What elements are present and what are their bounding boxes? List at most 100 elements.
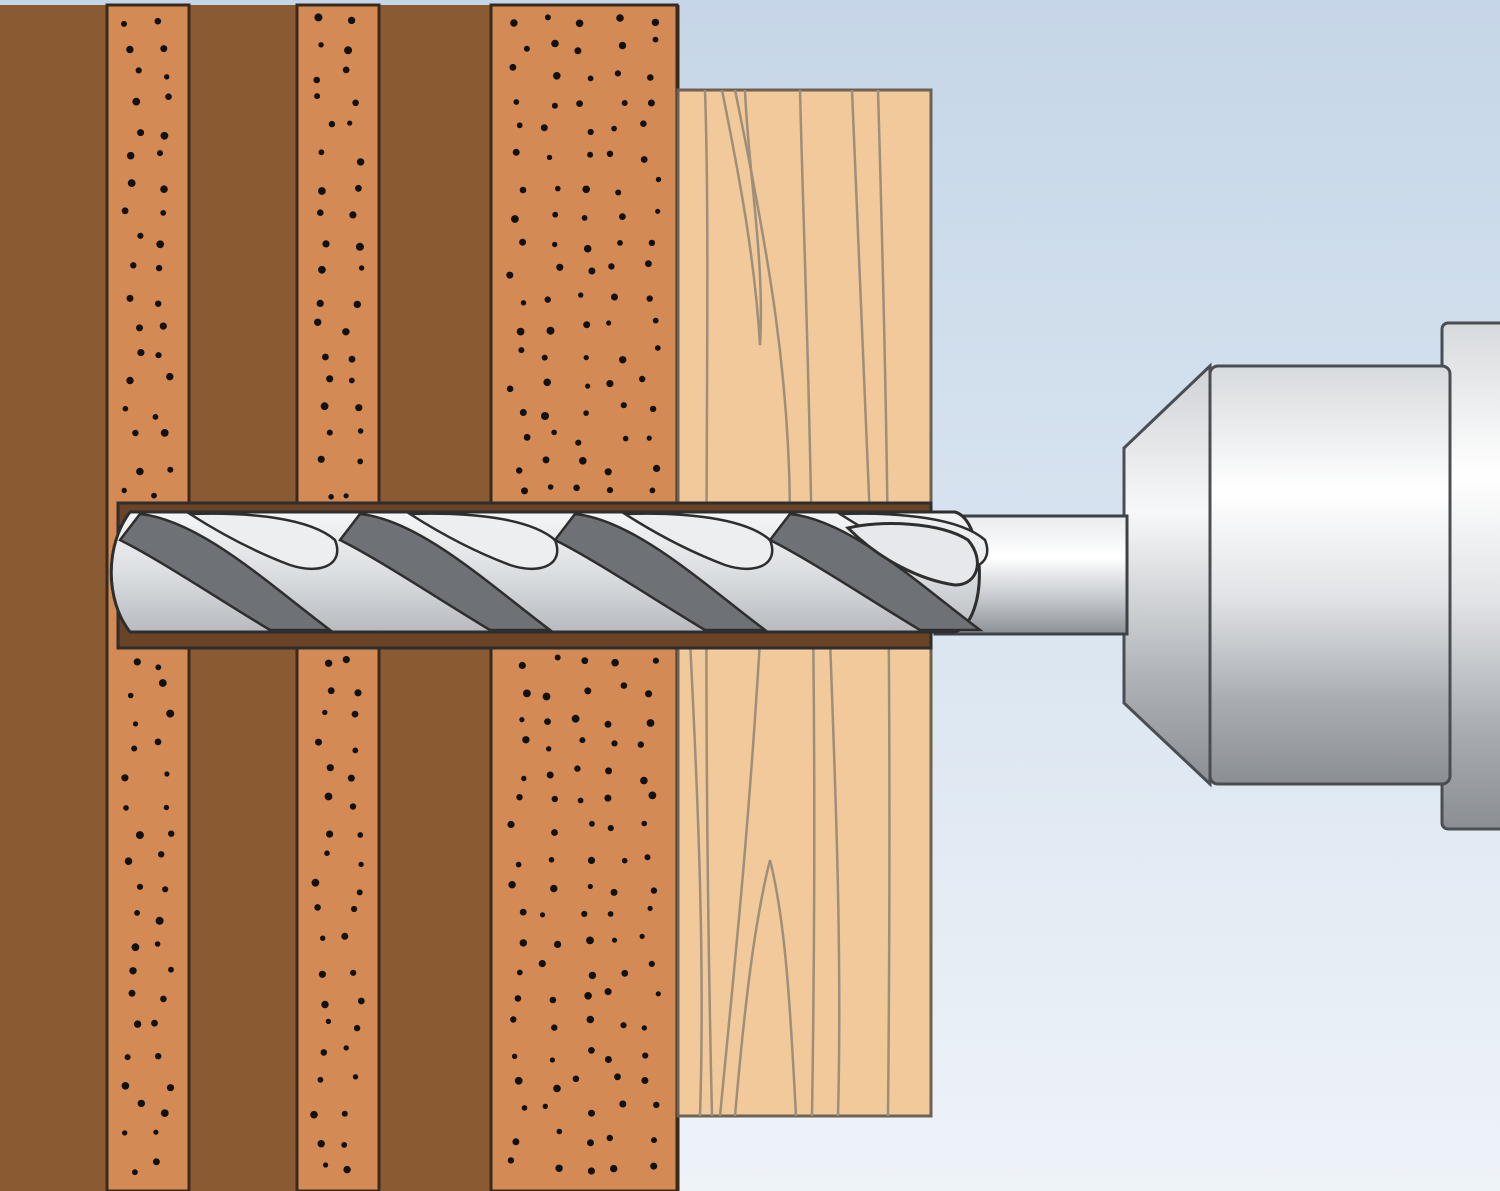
core-dot: [313, 76, 321, 84]
core-dot: [516, 467, 523, 474]
core-dot: [608, 263, 615, 270]
core-dot: [553, 1084, 561, 1093]
core-dot: [604, 468, 612, 476]
core-dot: [121, 1082, 130, 1090]
core-dot: [343, 1045, 349, 1051]
core-dot: [555, 185, 561, 192]
core-dot: [357, 997, 365, 1005]
core-dot: [126, 376, 134, 385]
core-dot: [160, 185, 168, 193]
core-dot: [583, 355, 589, 361]
core-dot: [510, 19, 518, 27]
core-dot: [604, 1056, 612, 1063]
core-dot: [518, 347, 525, 354]
core-dot: [316, 299, 324, 307]
core-dot: [328, 494, 334, 500]
core-dot: [506, 385, 514, 393]
core-dot: [326, 429, 333, 436]
core-dot: [348, 377, 355, 384]
core-dot: [128, 989, 136, 997]
core-dot: [544, 296, 551, 303]
core-dot: [605, 767, 613, 775]
core-dot: [573, 484, 580, 492]
core-dot: [508, 881, 516, 889]
core-dot: [322, 353, 329, 361]
core-dot: [318, 187, 326, 195]
core-dot: [552, 241, 558, 248]
core-dot: [644, 854, 651, 861]
core-dot: [520, 300, 527, 306]
core-dot: [651, 1137, 657, 1144]
core-dot: [645, 690, 653, 698]
core-dot: [655, 176, 662, 183]
core-dot: [642, 1052, 649, 1059]
core-dot: [322, 709, 328, 716]
core-dot: [647, 99, 655, 107]
core-dot: [587, 151, 594, 158]
core-dot: [587, 75, 594, 82]
core-dot: [541, 412, 549, 420]
core-dot: [121, 20, 127, 27]
core-dot: [168, 830, 175, 837]
core-dot: [351, 710, 359, 718]
core-dot: [324, 792, 333, 801]
core-dot: [583, 244, 592, 253]
core-dot: [121, 487, 127, 494]
core-dot: [583, 321, 591, 329]
core-dot: [512, 1138, 520, 1146]
core-dot: [611, 658, 619, 667]
core-dot: [640, 776, 648, 785]
core-dot: [163, 804, 170, 811]
core-dot: [587, 856, 596, 865]
core-dot: [160, 210, 167, 216]
core-dot: [587, 1139, 594, 1147]
core-dot: [314, 93, 321, 100]
core-dot: [583, 410, 589, 416]
core-dot: [158, 851, 165, 858]
core-dot: [136, 883, 144, 890]
core-dot: [540, 124, 548, 132]
core-dot: [588, 971, 597, 980]
core-dot: [160, 131, 169, 140]
core-dot: [546, 326, 555, 335]
core-dot: [510, 1016, 517, 1023]
core-dot: [311, 878, 320, 887]
core-dot: [328, 120, 336, 128]
core-dot: [551, 1024, 558, 1031]
bit-flute: [553, 512, 769, 632]
core-dots: [506, 14, 662, 1175]
core-dot: [538, 960, 546, 968]
core-dot: [353, 1024, 361, 1032]
core-dot: [127, 179, 136, 188]
core-dots: [121, 17, 175, 1176]
core-dot: [165, 93, 172, 100]
core-dot: [550, 884, 558, 893]
core-dot: [586, 1015, 595, 1024]
core-dot: [155, 1053, 162, 1060]
core-dot: [621, 969, 629, 977]
core-dot: [511, 1053, 518, 1060]
core-dot: [342, 328, 350, 336]
core-dot: [610, 888, 618, 896]
core-dot: [166, 1084, 175, 1092]
core-dot: [546, 771, 554, 779]
core-dot: [647, 905, 653, 912]
core-dot: [617, 240, 623, 246]
core-dot: [320, 402, 329, 411]
core-dot: [154, 738, 162, 746]
core-dot: [546, 746, 552, 752]
bit-land-highlight: [405, 512, 559, 570]
core-dot: [576, 100, 583, 107]
core-dot: [611, 125, 617, 132]
core-dot: [348, 355, 356, 363]
core-dot: [539, 912, 546, 918]
core-dot: [136, 324, 143, 332]
core-dot: [321, 1000, 329, 1009]
core-dot: [640, 156, 648, 163]
core-dot: [574, 47, 582, 55]
core-dot: [519, 409, 527, 416]
core-dot: [641, 1077, 649, 1084]
core-dot: [130, 262, 137, 269]
core-dot: [523, 689, 531, 698]
core-dot: [611, 937, 618, 943]
